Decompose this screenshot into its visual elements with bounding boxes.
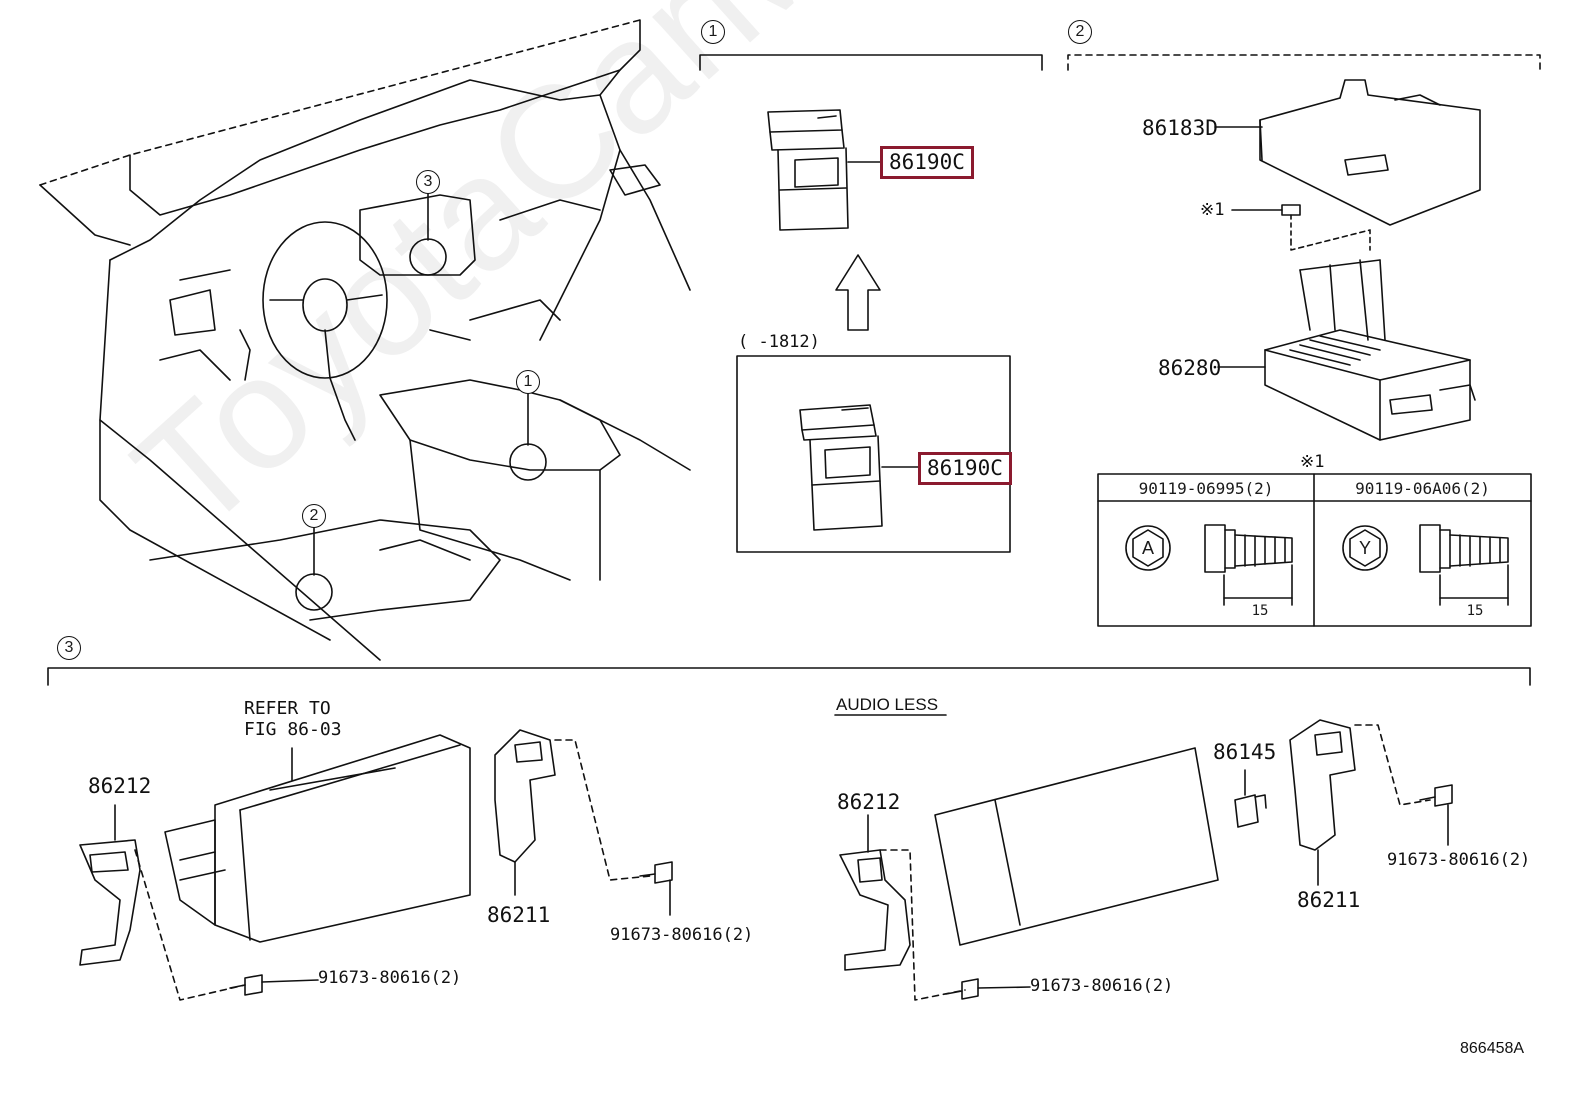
part-label-screw-bottom[interactable]: 91673-80616(2) xyxy=(318,968,462,988)
date-range-label: ( -1812) xyxy=(738,332,820,352)
al-part-label-screw-bottom[interactable]: 91673-80616(2) xyxy=(1030,976,1174,996)
blank-panel xyxy=(934,747,1219,946)
bolt-table-header-2[interactable]: 90119-06A06(2) xyxy=(1355,479,1490,498)
callout-3[interactable]: 3 xyxy=(416,170,440,194)
bolt-head-mark-y: Y xyxy=(1358,538,1371,558)
bolt-marker: ※1 xyxy=(1200,200,1225,220)
part-label-86183d[interactable]: 86183D xyxy=(1142,116,1218,140)
callout-2[interactable]: 2 xyxy=(302,504,326,528)
al-part-label-86145[interactable]: 86145 xyxy=(1213,740,1277,764)
part-label-86212[interactable]: 86212 xyxy=(88,774,152,798)
al-bracket-86212 xyxy=(839,849,911,971)
refer-note-line1: REFER TO xyxy=(244,698,331,719)
bolt-length-dim-2: 15 xyxy=(1466,603,1484,619)
dashboard-drawing xyxy=(39,19,691,661)
section-marker-3: 3 xyxy=(57,636,81,660)
table-marker: ※1 xyxy=(1300,452,1325,472)
amplifier-86280 xyxy=(1264,259,1476,441)
bracket-86211 xyxy=(494,729,556,863)
part-label-86211[interactable]: 86211 xyxy=(487,903,551,927)
section-marker-2: 2 xyxy=(1068,20,1092,44)
section-marker-1: 1 xyxy=(701,20,725,44)
part-label-86190c-boxed[interactable]: 86190C xyxy=(918,452,1012,485)
display-unit xyxy=(164,734,471,943)
al-part-label-86212[interactable]: 86212 xyxy=(837,790,901,814)
cover-86183d xyxy=(1259,79,1481,226)
bolt-length-dim-1: 15 xyxy=(1251,603,1269,619)
switch-86190c-boxed xyxy=(799,404,883,531)
bracket-86212 xyxy=(79,839,141,966)
part-label-86190c-top[interactable]: 86190C xyxy=(880,146,974,179)
part-label-86280[interactable]: 86280 xyxy=(1158,356,1222,380)
bolt-head-mark-a: A xyxy=(1141,538,1154,558)
callout-1[interactable]: 1 xyxy=(516,370,540,394)
refer-note-line2: FIG 86-03 xyxy=(244,719,342,740)
al-part-label-86211[interactable]: 86211 xyxy=(1297,888,1361,912)
part-label-screw-right[interactable]: 91673-80616(2) xyxy=(610,925,754,945)
bolt-table-header-1[interactable]: 90119-06995(2) xyxy=(1138,479,1274,498)
al-part-label-screw-right[interactable]: 91673-80616(2) xyxy=(1387,850,1531,870)
switch-86190c-top xyxy=(767,109,849,231)
al-bracket-86211 xyxy=(1289,719,1356,851)
figure-code: 866458A xyxy=(1460,1040,1525,1057)
audio-less-heading: AUDIO LESS xyxy=(836,695,939,714)
